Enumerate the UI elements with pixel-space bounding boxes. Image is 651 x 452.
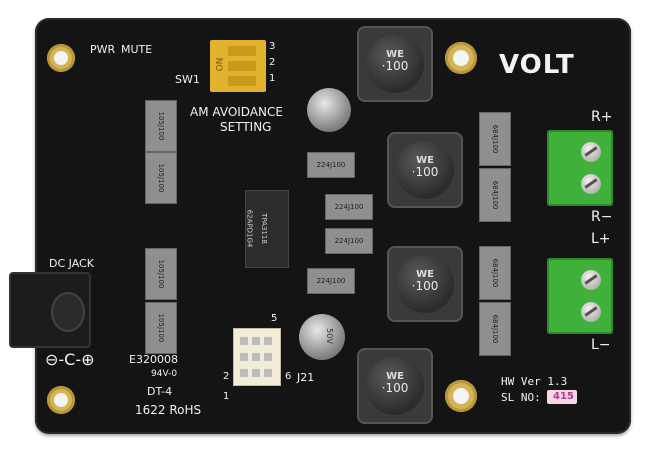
r-minus-label: R− xyxy=(591,209,613,225)
inductor-2: WE ·100 xyxy=(387,132,463,208)
dip-toggle-2[interactable] xyxy=(228,61,256,71)
rohs-label: 1622 RoHS xyxy=(135,403,202,417)
polarity-symbol: ⊖-C-⊕ xyxy=(45,350,95,369)
mount-hole-bottom-mid xyxy=(445,380,477,412)
dip-switch[interactable]: ON xyxy=(210,40,266,92)
cert-number: E320008 xyxy=(129,353,178,366)
cap-684-4: 684J100 xyxy=(479,302,511,356)
dc-jack-socket xyxy=(51,292,85,332)
dip-number-2: 2 xyxy=(269,57,276,68)
serial-sticker: 415 xyxy=(547,390,577,404)
sw1-label: SW1 xyxy=(175,73,200,86)
hw-version: HW Ver 1.3 xyxy=(501,375,568,388)
cap-684-1: 684J100 xyxy=(479,112,511,166)
flammability-rating: 94V-0 xyxy=(151,369,178,379)
inductor-core xyxy=(396,141,454,199)
terminal-block-left-channel[interactable] xyxy=(547,258,613,334)
dip-toggle-3[interactable] xyxy=(228,76,256,86)
j21-pin-6: 6 xyxy=(285,371,292,382)
mount-hole-bottom-left xyxy=(47,386,75,414)
inductor-core xyxy=(366,35,424,93)
inductor-logo: WE xyxy=(386,370,404,382)
pcb-board: PWR MUTE SW1 ON 3 2 1 AM AVOIDANCE SETTI… xyxy=(9,18,631,434)
inductor-logo: WE xyxy=(416,268,434,280)
cap-105-2: 105J100 xyxy=(145,152,177,204)
inductor-logo: WE xyxy=(416,154,434,166)
r-plus-label: R+ xyxy=(591,109,613,125)
cap-105-3: 105J100 xyxy=(145,248,177,300)
cap-224-1: 224J100 xyxy=(307,152,355,178)
inductor-value: ·100 xyxy=(381,380,409,395)
dt-label: DT-4 xyxy=(147,385,173,398)
j21-pin-1: 1 xyxy=(223,391,230,402)
l-plus-label: L+ xyxy=(591,231,611,247)
header-pin xyxy=(252,369,260,377)
header-pin xyxy=(240,353,248,361)
dip-number-3: 3 xyxy=(269,41,276,52)
cap-105-4: 105J100 xyxy=(145,302,177,354)
terminal-screw-r-minus[interactable] xyxy=(581,174,601,194)
j21-pin-2: 2 xyxy=(223,371,230,382)
header-pin xyxy=(264,337,272,345)
electrolytic-cap-bottom: 50V xyxy=(299,314,345,360)
brand-logo: VOLT xyxy=(499,50,575,80)
cap-105-1: 105J100 xyxy=(145,100,177,152)
dip-number-1: 1 xyxy=(269,73,276,84)
pwr-label: PWR xyxy=(90,43,116,56)
j21-pin-5: 5 xyxy=(271,313,278,324)
dip-on-label: ON xyxy=(215,57,226,72)
dc-jack-label: DC JACK xyxy=(49,257,94,270)
cap-224-4: 224J100 xyxy=(307,268,355,294)
dc-jack-connector[interactable] xyxy=(9,272,91,348)
inductor-4: WE ·100 xyxy=(357,348,433,424)
amplifier-chip: 62APD1G4 TPA3118 xyxy=(245,190,289,268)
terminal-screw-l-minus[interactable] xyxy=(581,302,601,322)
inductor-logo: WE xyxy=(386,48,404,60)
electrolytic-cap-top xyxy=(307,88,351,132)
cap-224-2: 224J100 xyxy=(325,194,373,220)
chip-marking-1: 62APD1G4 xyxy=(245,209,254,248)
inductor-core xyxy=(366,357,424,415)
cap-224-3: 224J100 xyxy=(325,228,373,254)
inductor-value: ·100 xyxy=(381,58,409,73)
dip-toggle-1[interactable] xyxy=(228,46,256,56)
serial-label: SL NO: xyxy=(501,391,541,404)
mount-hole-top-mid xyxy=(445,42,477,74)
inductor-core xyxy=(396,255,454,313)
terminal-screw-l-plus[interactable] xyxy=(581,270,601,290)
inductor-1: WE ·100 xyxy=(357,26,433,102)
terminal-screw-r-plus[interactable] xyxy=(581,142,601,162)
mount-hole-top-left xyxy=(47,44,75,72)
j21-label: J21 xyxy=(297,371,315,384)
header-pin xyxy=(252,353,260,361)
serial-number: 415 xyxy=(553,391,574,402)
inductor-value: ·100 xyxy=(411,164,439,179)
header-pin xyxy=(252,337,260,345)
am-setting-label: SETTING xyxy=(220,120,272,134)
header-pin xyxy=(264,353,272,361)
terminal-block-right-channel[interactable] xyxy=(547,130,613,206)
chip-marking-2: TPA3118 xyxy=(259,213,268,244)
j21-header[interactable] xyxy=(233,328,281,386)
inductor-value: ·100 xyxy=(411,278,439,293)
inductor-3: WE ·100 xyxy=(387,246,463,322)
header-pin xyxy=(264,369,272,377)
cap-684-2: 684J100 xyxy=(479,168,511,222)
elcap-value: 50V xyxy=(324,328,334,344)
l-minus-label: L− xyxy=(591,337,611,353)
mute-label: MUTE xyxy=(121,43,153,56)
cap-684-3: 684J100 xyxy=(479,246,511,300)
header-pin xyxy=(240,369,248,377)
am-avoidance-label: AM AVOIDANCE xyxy=(190,105,283,119)
header-pin xyxy=(240,337,248,345)
